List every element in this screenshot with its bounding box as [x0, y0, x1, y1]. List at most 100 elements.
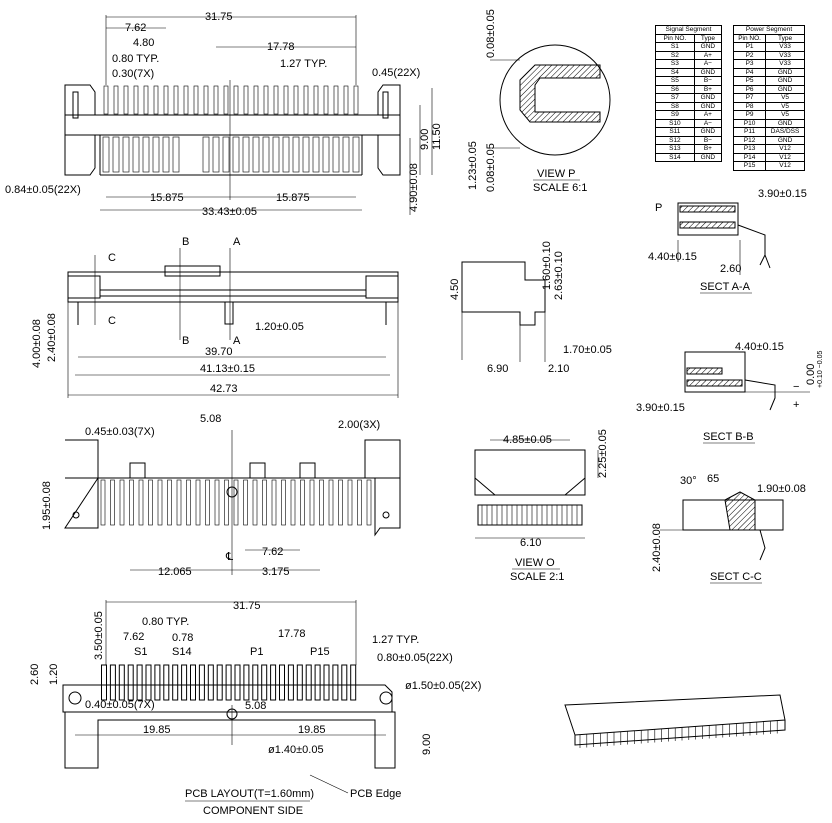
view-o-dim-1: 4.85±0.05 — [503, 434, 552, 446]
pin-number: S7 — [655, 93, 695, 103]
pcb-dim-5-08: 5.08 — [245, 700, 266, 712]
view-p-scale: SCALE 6:1 — [533, 182, 587, 194]
sect-bb-dim-2-tol: +0.10 −0.05 — [817, 351, 824, 388]
pcb-dim-hole-1-40: ø1.40±0.05 — [268, 744, 324, 756]
contact-pin — [119, 479, 125, 526]
side-view: 4.50 1.60±0.10 2.63±0.10 1.70±0.05 6.90 … — [449, 241, 612, 375]
view-o: 4.85±0.05 2.25±0.05 6.10 VIEW O SCALE 2:… — [474, 429, 609, 583]
side-dim-1-70: 1.70±0.05 — [563, 344, 612, 356]
pcb-layout-title: PCB LAYOUT(T=1.60mm) — [185, 788, 314, 800]
pcb-pad — [261, 664, 268, 701]
pin-number: P5 — [732, 76, 767, 86]
pcb-dim-9-00: 9.00 — [421, 734, 433, 755]
power-table-title: Power Segment — [733, 25, 805, 35]
contact-slot — [252, 136, 260, 173]
pin-number: S2 — [655, 50, 695, 60]
contact-slot — [322, 136, 330, 173]
signal-col-pin: Pin NO. — [655, 33, 695, 43]
pin-type: GND — [765, 84, 805, 94]
pin-type: V33 — [765, 59, 805, 69]
pcb-layout-subtitle: COMPONENT SIDE — [203, 805, 303, 817]
dim-0-84-22x: 0.84±0.05(22X) — [5, 184, 81, 196]
pin-type: GND — [693, 152, 723, 162]
pin-type: V5 — [765, 101, 805, 111]
pcb-pad — [172, 664, 179, 701]
contact-pin — [214, 479, 220, 526]
contact-pin — [223, 85, 229, 115]
contact-pin — [138, 479, 144, 526]
bottom-dim-2-00: 2.00(3X) — [338, 419, 380, 431]
contact-slot — [142, 136, 150, 173]
pcb-pad — [225, 664, 232, 701]
pcb-pad — [314, 664, 321, 701]
pin-number: S4 — [655, 67, 695, 77]
contact-pin — [186, 479, 191, 526]
sect-cc-angle-30: 30° — [680, 475, 697, 487]
dim-15-875-left: 15.875 — [150, 192, 184, 204]
contact-slot — [102, 136, 110, 173]
centerline-symbol: ℄ — [225, 551, 233, 563]
sect-aa: 3.90±0.15 P 4.40±0.15 2.60 SECT A-A — [648, 188, 807, 294]
pcb-dim-1-27-typ: 1.27 TYP. — [372, 634, 419, 646]
isometric-connector-view — [564, 694, 786, 748]
section-b-bottom: B — [182, 335, 189, 347]
bottom-dim-7-62: 7.62 — [262, 546, 283, 558]
dim-0-30-7x: 0.30(7X) — [112, 68, 154, 80]
front-dim-42-73: 42.73 — [210, 383, 238, 395]
contact-slot — [132, 136, 140, 173]
top-view: 31.75 7.62 4.80 17.78 0.80 TYP. 1.27 TYP… — [5, 11, 443, 218]
pin-type: GND — [693, 127, 723, 137]
view-p-dim-1: 0.08±0.05 — [485, 9, 497, 58]
pin-type: A− — [693, 59, 723, 69]
contact-slot — [342, 136, 350, 173]
pin-number: P9 — [732, 110, 767, 120]
view-o-dim-2: 2.25±0.05 — [597, 429, 609, 478]
contact-pin — [253, 85, 259, 115]
pin-type: B− — [693, 135, 723, 145]
contact-pin — [213, 85, 219, 115]
pcb-pad — [243, 664, 250, 701]
pin-label-p1: P1 — [250, 646, 263, 658]
contact-pin — [183, 85, 189, 115]
contact-pin — [357, 479, 362, 526]
pin-type: V12 — [765, 161, 805, 171]
sect-cc-dim-2: 2.40±0.08 — [651, 523, 663, 572]
contact-slot — [302, 136, 310, 173]
pcb-pad — [154, 664, 161, 701]
sect-aa-dim-3: 2.60 — [720, 263, 741, 275]
pcb-dim-hole-1-50: ø1.50±0.05(2X) — [405, 680, 481, 692]
pin-number: S3 — [655, 59, 695, 69]
pcb-pad — [163, 664, 170, 701]
side-dim-2-10: 2.10 — [548, 363, 569, 375]
contact-pin — [273, 85, 279, 115]
pcb-pad — [207, 664, 214, 701]
pin-number: P15 — [732, 161, 767, 171]
contact-pin — [243, 85, 249, 115]
contact-pin — [153, 85, 159, 115]
view-o-title: VIEW O — [515, 557, 555, 569]
contact-pin — [205, 479, 210, 526]
contact-pin — [271, 479, 277, 526]
contact-pin — [148, 479, 153, 526]
bottom-view: 0.45±0.03(7X) 5.08 2.00(3X) 1.95±0.08 7.… — [41, 413, 401, 578]
pcb-pad — [118, 664, 125, 701]
dim-33-43: 33.43±0.05 — [202, 206, 257, 218]
contact-pin — [110, 479, 115, 526]
pcb-dim-0-80-22x: 0.80±0.05(22X) — [377, 652, 453, 664]
